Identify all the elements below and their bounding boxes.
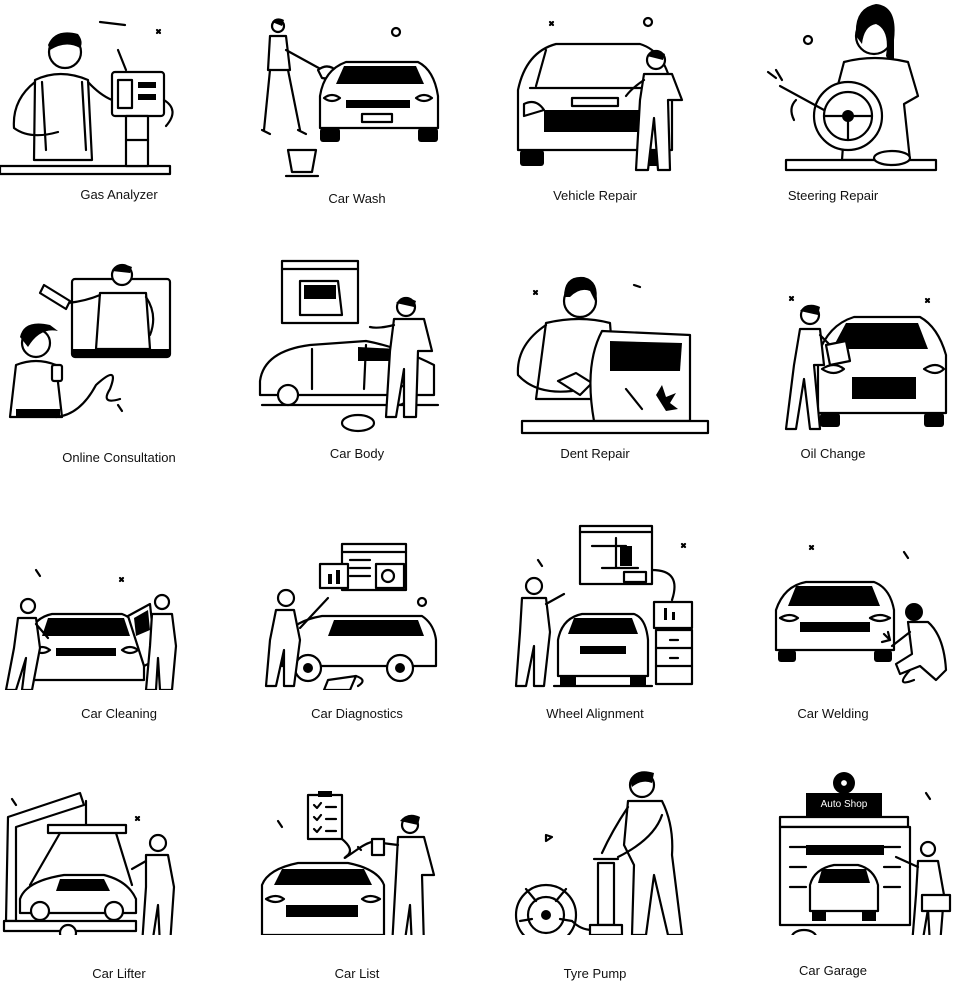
cell-car-lifter: Car Lifter: [0, 735, 238, 981]
wheel-alignment-icon: [514, 524, 694, 688]
cell-car-list: Car List: [238, 735, 476, 981]
icon-label: Wheel Alignment: [546, 706, 644, 721]
icon-label: Car Lifter: [92, 966, 146, 981]
icon-label: Vehicle Repair: [553, 188, 637, 203]
cell-tyre-pump: Tyre Pump: [476, 735, 714, 981]
icon-label: Car Body: [329, 446, 385, 461]
cell-car-wash: Car Wash: [238, 0, 476, 245]
car-diagnostics-icon: [264, 542, 438, 690]
cell-steering-repair: Steering Repair: [714, 0, 952, 245]
icon-label: Dent Repair: [560, 446, 630, 461]
tyre-pump-icon: [514, 771, 684, 935]
dent-repair-icon: [516, 276, 710, 435]
gas-analyzer-icon: [0, 20, 174, 176]
icon-label: Gas Analyzer: [80, 187, 158, 202]
icon-label: Tyre Pump: [563, 966, 627, 981]
cell-online-consultation: Online Consultation: [0, 245, 238, 490]
cell-gas-analyzer: Gas Analyzer: [0, 0, 238, 245]
cell-oil-change: Oil Change: [714, 245, 952, 490]
online-consultation-icon: [8, 263, 172, 419]
cell-wheel-alignment: Wheel Alignment: [476, 490, 714, 735]
icon-label: Car Cleaning: [81, 706, 157, 721]
cell-car-body: Car Body: [238, 245, 476, 490]
icon-label: Oil Change: [800, 446, 866, 461]
cell-car-garage: Auto Shop Car Garage: [714, 735, 952, 980]
icon-label: Car List: [334, 966, 380, 981]
vehicle-repair-icon: [516, 16, 684, 172]
steering-repair-icon: [766, 4, 938, 172]
icon-label: Car Diagnostics: [311, 706, 403, 721]
car-garage-icon: [778, 772, 952, 935]
cell-car-diagnostics: Car Diagnostics: [238, 490, 476, 735]
car-list-icon: [260, 791, 436, 935]
icon-label: Car Welding: [797, 706, 869, 721]
car-welding-icon: [774, 544, 948, 684]
icon-label: Car Wash: [328, 191, 386, 206]
oil-change-icon: [784, 295, 948, 431]
icon-label: Steering Repair: [787, 188, 879, 203]
car-wash-icon: [260, 18, 440, 178]
icon-label: Car Garage: [799, 963, 867, 978]
car-cleaning-icon: [4, 568, 178, 690]
cell-dent-repair: Dent Repair: [476, 245, 714, 490]
car-lifter-icon: [2, 791, 176, 935]
cell-car-welding: Car Welding: [714, 490, 952, 735]
car-body-icon: [258, 259, 440, 433]
sign-auto-shop: Auto Shop: [820, 799, 868, 810]
icon-label: Online Consultation: [62, 450, 176, 465]
cell-car-cleaning: Car Cleaning: [0, 490, 238, 735]
cell-vehicle-repair: Vehicle Repair: [476, 0, 714, 245]
